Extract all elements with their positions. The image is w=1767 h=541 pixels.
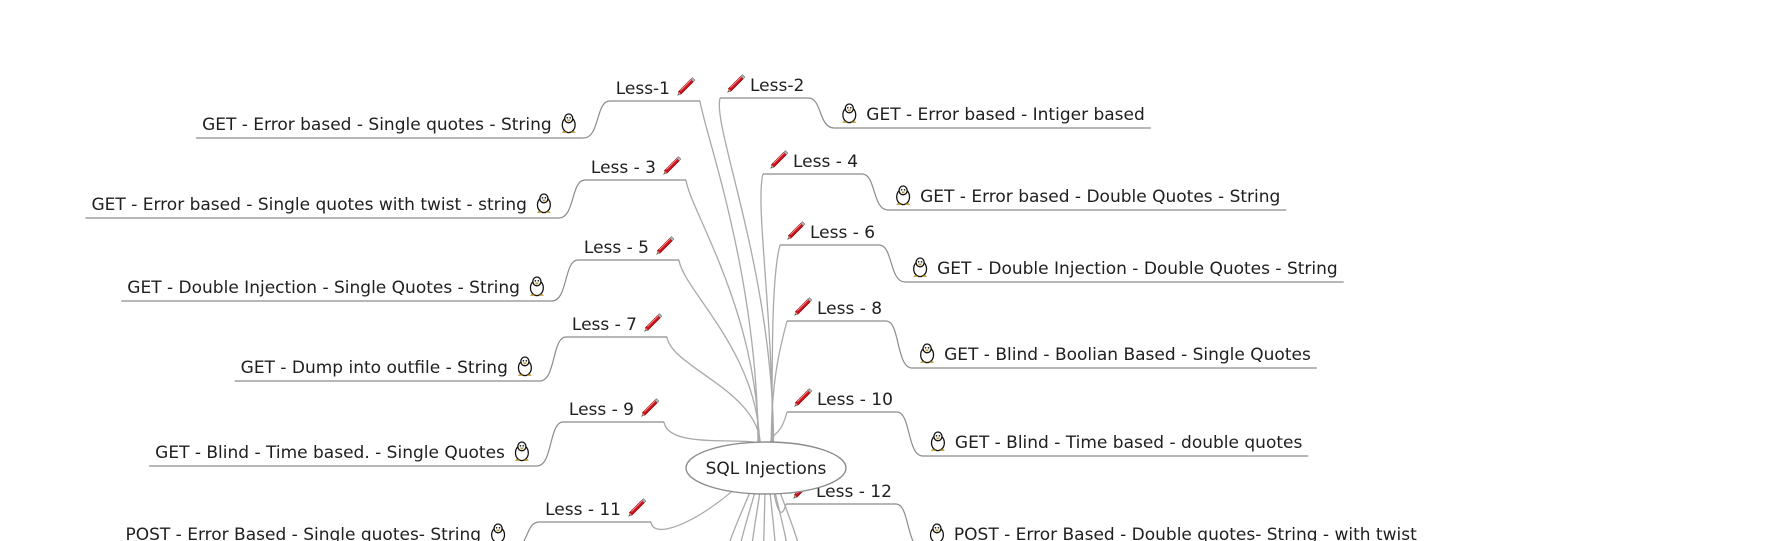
branch-11[interactable]: Less - 11 POST - Error Based - Single quo… [125,498,647,541]
branch-connector-line [666,336,762,447]
lesson-underline [780,244,906,283]
linux-penguin-icon [529,276,545,297]
topic-label: GET - Error based - Single quotes - Stri… [202,115,552,135]
branch-10[interactable]: Less - 10 GET - Blind - Time based - doub… [793,388,1303,453]
lesson-label: Less-1 [616,79,670,99]
linux-penguin-icon [895,185,911,206]
linux-penguin-icon [842,103,857,124]
offscreen-branch-line [729,491,751,541]
branch-connector-line [770,320,788,447]
branch-connector-line [699,100,759,447]
lesson-label: Less - 10 [817,390,893,410]
linux-penguin-icon [490,523,506,541]
linux-penguin-icon [517,356,533,377]
lesson-underline [523,521,651,541]
branch-connector-line [685,179,760,447]
root-node-ellipse [685,441,847,495]
linux-penguin-icon [561,113,576,134]
branch-7[interactable]: Less - 7 GET - Dump into outfile - String [241,313,663,378]
offscreen-branch-line [779,491,799,541]
offscreen-branch-line [763,491,766,541]
branch-connector-line [678,259,761,447]
pencil-icon [786,221,806,241]
branch-6[interactable]: Less - 6 GET - Double Injection - Double … [786,221,1338,279]
topic-label: GET - Double Injection - Single Quotes -… [127,278,520,298]
pencil-icon [769,150,789,170]
lesson-label: Less - 7 [572,315,637,335]
root-node-sql-injections[interactable]: SQL Injections [685,441,847,495]
pencil-icon [793,388,813,408]
offscreen-branch-line [774,491,787,541]
branch-5[interactable]: Less - 5 GET - Double Injection - Single … [127,236,675,298]
topic-label: GET - Dump into outfile - String [241,358,508,378]
branch-4[interactable]: Less - 4 GET - Error based - Double Quote… [769,150,1280,207]
lesson-label: Less - 12 [816,482,892,502]
root-node-label: SQL Injections [706,459,827,479]
topic-label: GET - Error based - Intiger based [866,105,1144,125]
lesson-underline [787,320,913,369]
linux-penguin-icon [919,343,935,364]
linux-penguin-icon [929,523,945,541]
lesson-label: Less - 4 [793,152,858,172]
linux-penguin-icon [930,431,946,452]
lesson-label: Less-2 [750,76,804,96]
lesson-label: Less - 11 [545,500,621,520]
linux-penguin-icon [536,193,552,214]
lesson-label: Less - 9 [569,400,634,420]
offscreen-branch-line [751,491,761,541]
branch-3[interactable]: Less - 3 GET - Error based - Single quote… [92,156,682,215]
branch-9[interactable]: Less - 9 GET - Blind - Time based. - Sing… [155,398,660,463]
lesson-underline [763,173,889,211]
topic-label: GET - Error based - Double Quotes - Stri… [920,187,1280,207]
pencil-icon [793,297,813,317]
lesson-label: Less - 5 [584,238,649,258]
lesson-label: Less - 6 [810,223,875,243]
linux-penguin-icon [514,441,530,462]
topic-label: GET - Double Injection - Double Quotes -… [937,259,1338,279]
lesson-underline [551,259,679,302]
topic-label: GET - Blind - Time based. - Single Quote… [155,443,505,463]
pencil-icon [640,398,660,418]
lesson-label: Less - 3 [591,158,656,178]
pencil-icon [655,236,675,256]
lesson-label: Less - 8 [817,299,882,319]
lesson-underline [786,503,914,541]
topic-label: POST - Error Based - Single quotes- Stri… [125,525,481,541]
lesson-underline [558,179,686,219]
lesson-underline [539,336,667,382]
branch-8[interactable]: Less - 8 GET - Blind - Boolian Based - Si… [793,297,1311,365]
pencil-icon [643,313,663,333]
topic-label: POST - Error Based - Double quotes- Stri… [954,525,1417,541]
topic-label: GET - Error based - Single quotes with t… [92,195,527,215]
lesson-underline [583,100,700,139]
pencil-icon [726,74,746,94]
linux-penguin-icon [912,257,928,278]
topic-label: GET - Blind - Time based - double quotes [955,433,1303,453]
lesson-underline [720,97,835,129]
pencil-icon [662,156,682,176]
lesson-underline [787,411,924,457]
topic-label: GET - Blind - Boolian Based - Single Quo… [944,345,1311,365]
branch-connector-line [718,97,775,447]
pencil-icon [676,77,696,97]
lesson-underline [536,421,664,467]
pencil-icon [627,498,647,518]
offscreen-branch-line [740,491,756,541]
offscreen-branch-line [769,491,776,541]
branch-12[interactable]: Less - 12 POST - Error Based - Double quo… [792,480,1417,541]
